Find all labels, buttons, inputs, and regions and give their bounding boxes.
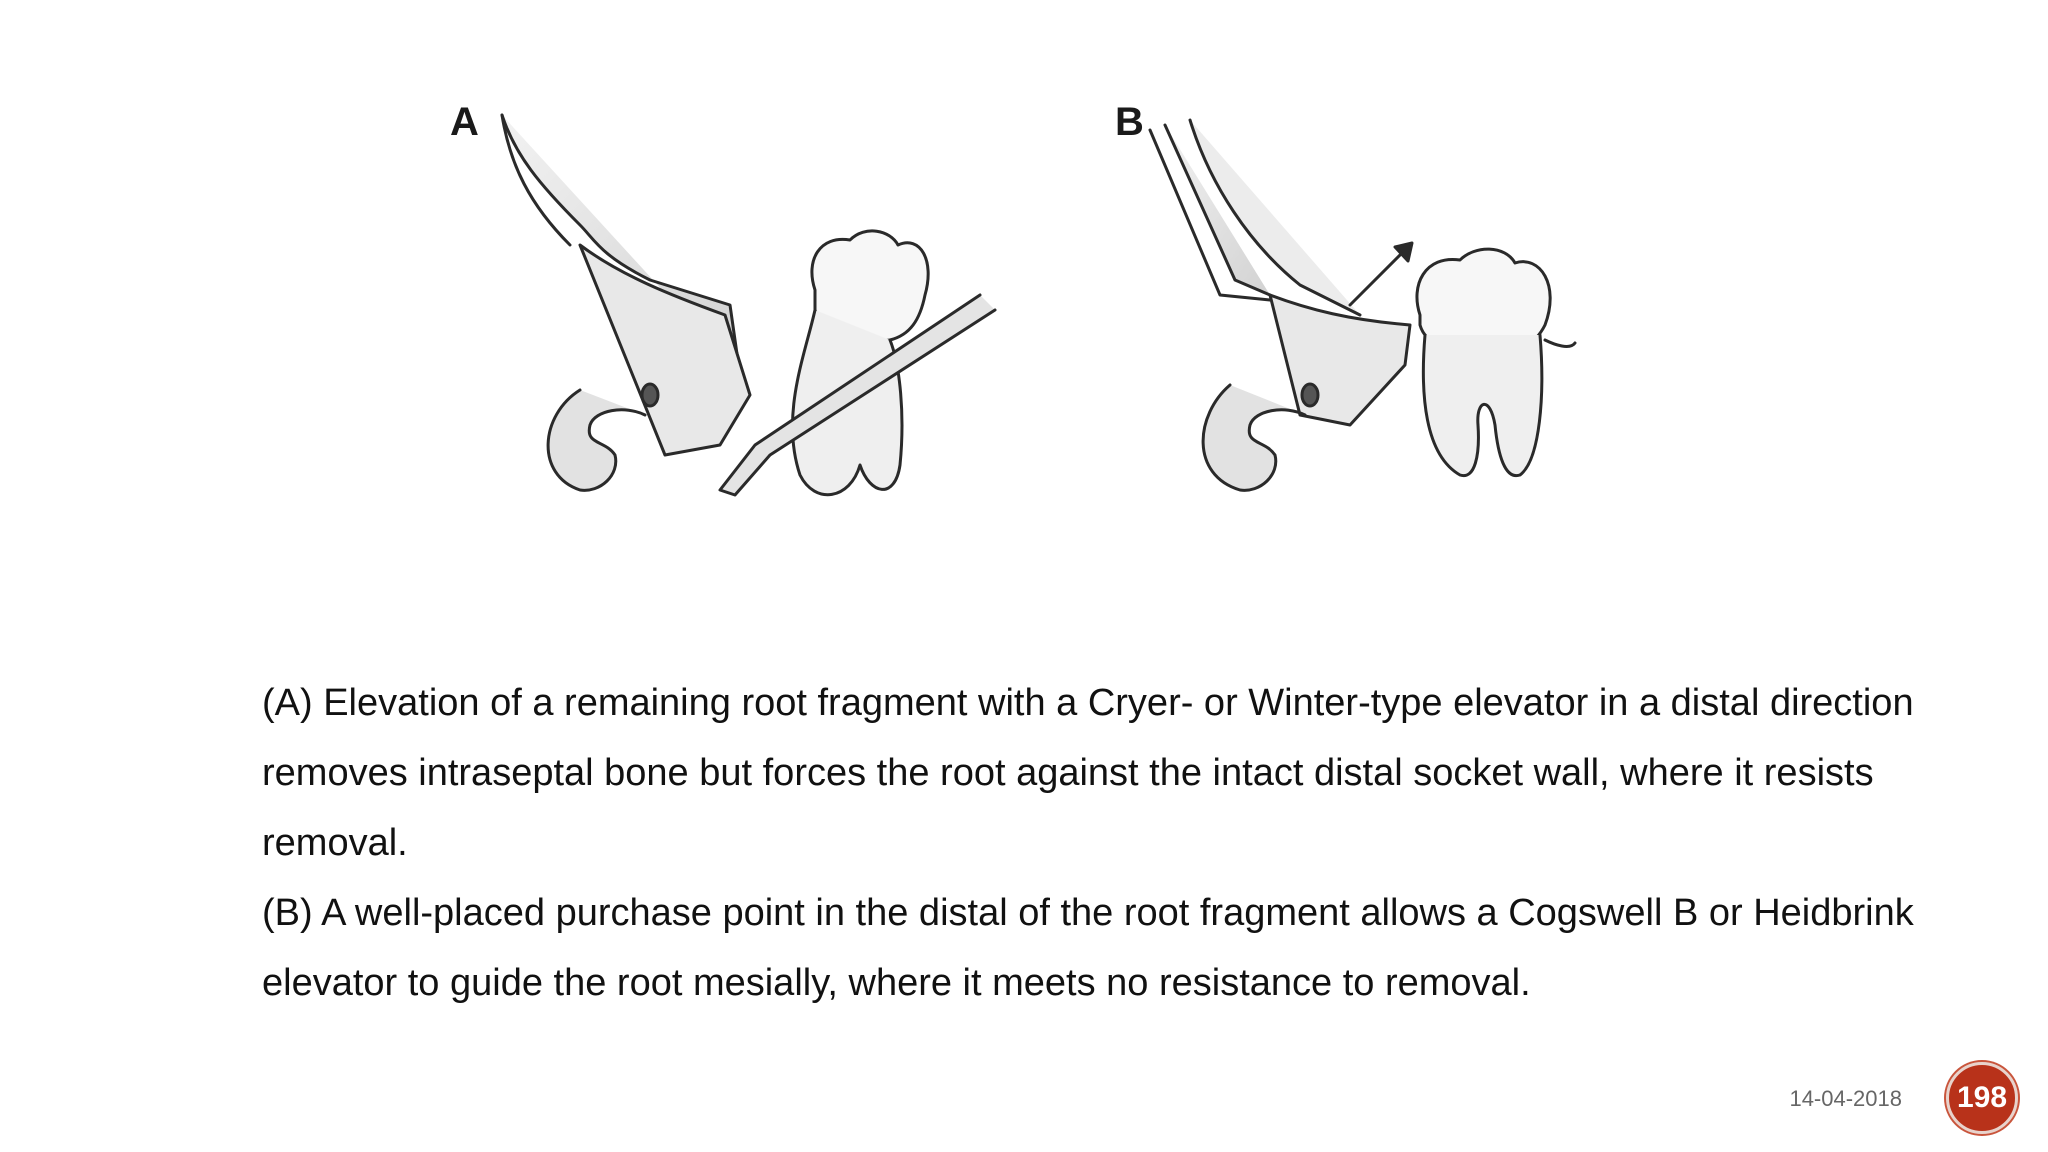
slide-date: 14-04-2018: [1789, 1086, 1902, 1111]
page-number-badge: 198: [1946, 1062, 2018, 1134]
panel-b-drawing: [1148, 118, 1577, 492]
caption-paragraph-a: (A) Elevation of a remaining root fragme…: [262, 682, 1914, 864]
panel-a-label: A: [450, 100, 479, 144]
panel-b-label: B: [1115, 100, 1144, 144]
figure-caption: (A) Elevation of a remaining root fragme…: [262, 668, 1942, 1018]
caption-paragraph-b: (B) A well-placed purchase point in the …: [262, 892, 1914, 1004]
elevator-illustration: [420, 95, 1700, 575]
panel-a-drawing: [500, 113, 997, 497]
